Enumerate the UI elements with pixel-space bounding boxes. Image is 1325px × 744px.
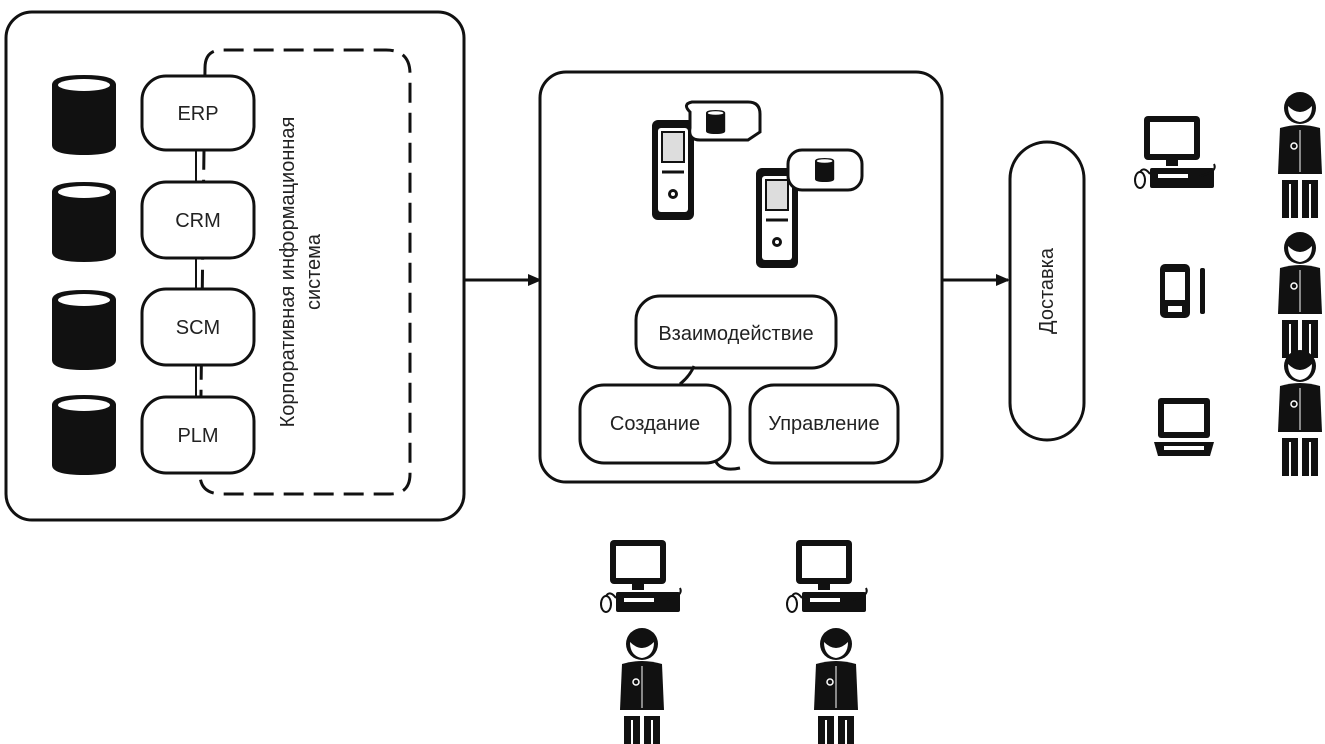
management-bubble: Управление [748, 383, 900, 465]
module-crm-label: CRM [175, 210, 221, 232]
module-erp-label: ERP [177, 103, 218, 125]
desktop-computer-icon [600, 539, 682, 613]
user-icon [619, 627, 665, 744]
pda-icon [1160, 264, 1205, 318]
enterprise-title-line1: Корпоративная информационная [277, 117, 299, 428]
module-scm: SCM [140, 287, 256, 367]
enterprise-title-line2: система [303, 233, 325, 310]
enterprise-system-dashed-outline [198, 48, 412, 496]
database-icon [52, 75, 116, 155]
delivery-pill: Доставка [1008, 140, 1086, 442]
laptop-icon [1154, 398, 1214, 456]
module-plm: PLM [140, 395, 256, 475]
creation-bubble: Создание [578, 383, 741, 471]
enterprise-system-panel: ERP CRM SCM PLM Корпоративная информацио… [4, 10, 466, 522]
module-erp: ERP [140, 74, 256, 152]
desktop-computer-icon [1134, 115, 1216, 189]
database-icon [52, 395, 116, 475]
delivery-label: Доставка [1036, 247, 1058, 334]
user-icon [1277, 91, 1323, 219]
creation-label: Создание [610, 413, 700, 435]
user-icon [813, 627, 859, 744]
interaction-bubble: Взаимодействие [634, 294, 838, 386]
server-icon [650, 118, 696, 222]
module-plm-label: PLM [177, 425, 218, 447]
database-icon [52, 290, 116, 370]
desktop-computer-icon [786, 539, 868, 613]
management-label: Управление [768, 413, 879, 435]
module-scm-label: SCM [176, 317, 220, 339]
database-icon [52, 182, 116, 262]
user-icon [1277, 231, 1323, 359]
module-crm: CRM [140, 180, 256, 260]
user-icon [1277, 349, 1323, 477]
platform-panel: Взаимодействие Создание Управление [538, 70, 944, 484]
interaction-label: Взаимодействие [658, 323, 813, 345]
